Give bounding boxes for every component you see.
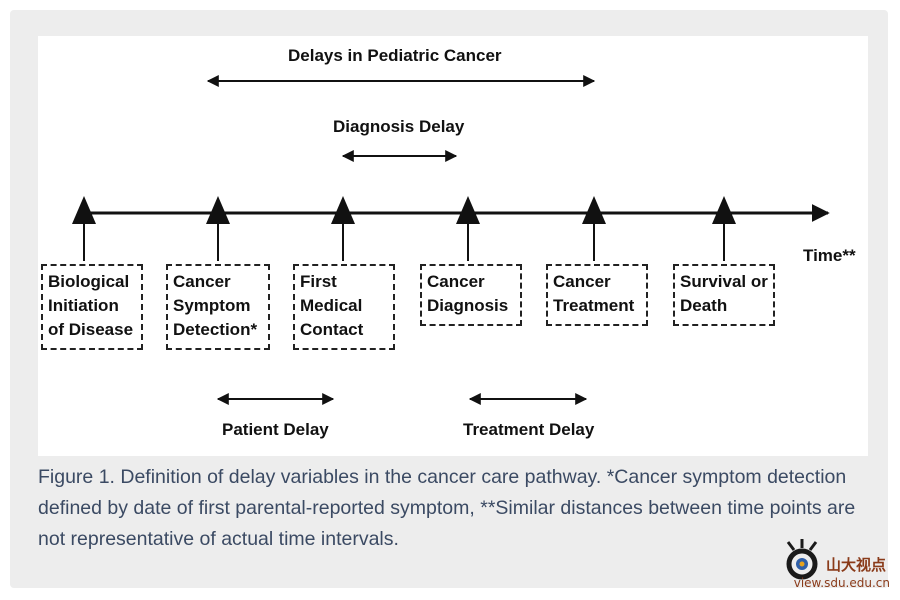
milestone-box: Biological Initiation of Disease (41, 264, 143, 350)
milestone-marker (712, 196, 736, 261)
figure-caption: Figure 1. Definition of delay variables … (38, 466, 856, 550)
pediatric-delay-label: Delays in Pediatric Cancer (288, 46, 502, 65)
milestone-marker (206, 196, 230, 261)
milestone-box: Survival or Death (673, 264, 775, 326)
milestone-box: Cancer Diagnosis (420, 264, 522, 326)
watermark-name: 山大视点 (825, 556, 886, 574)
watermark-url: view.sdu.edu.cn (793, 576, 890, 590)
milestone-marker (582, 196, 606, 261)
diagnosis-delay-label: Diagnosis Delay (333, 117, 465, 136)
timeline-diagram (72, 75, 830, 405)
milestone-marker (331, 196, 355, 261)
treatment-delay-label: Treatment Delay (463, 420, 595, 439)
patient-delay-label: Patient Delay (222, 420, 329, 439)
milestone-box: Cancer Treatment (546, 264, 648, 326)
milestone-marker (456, 196, 480, 261)
eye-logo-icon (786, 539, 818, 580)
time-axis-label: Time** (803, 246, 856, 265)
milestone-box: First Medical Contact (293, 264, 395, 350)
milestone-box: Cancer Symptom Detection* (166, 264, 270, 350)
diagram-area: Delays in Pediatric Cancer Diagnosis Del… (38, 36, 868, 456)
watermark: 山大视点 view.sdu.edu.cn (774, 528, 894, 598)
milestone-marker (72, 196, 96, 261)
